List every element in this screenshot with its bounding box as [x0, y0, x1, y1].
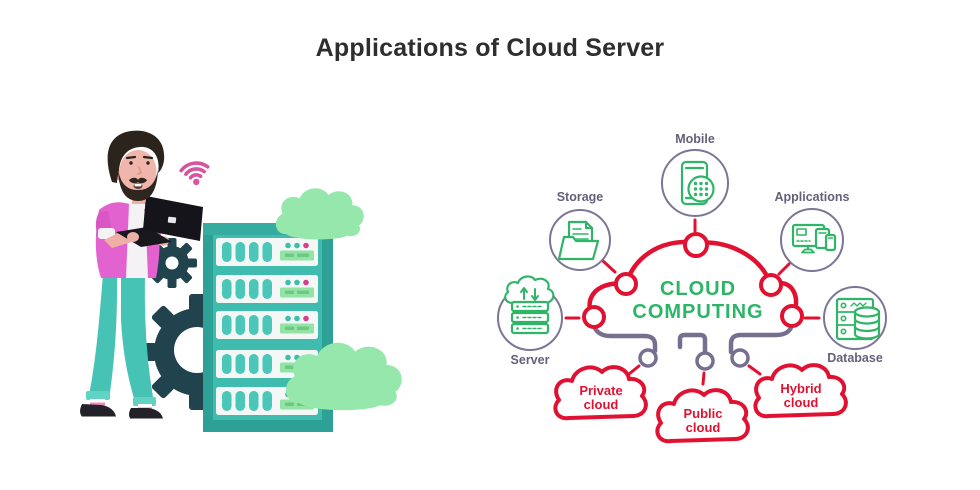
node-storage-label: Storage [557, 190, 604, 204]
cloud-computing-diagram: Private cloud Public cloud Hybrid cloud [497, 132, 887, 444]
private-cloud-label-1: Private [579, 383, 622, 398]
cloud-server-illustration [80, 130, 402, 432]
cloud-server-icon [504, 275, 555, 335]
devices-icon [791, 223, 837, 254]
private-cloud: Private cloud [553, 365, 648, 421]
node-database-label: Database [827, 351, 883, 365]
connector-dashes [564, 218, 821, 386]
person [80, 130, 203, 425]
smartphone-icon [680, 160, 715, 206]
cloud-nodes [582, 232, 804, 371]
center-title-line1: CLOUD [660, 278, 736, 300]
public-cloud-label-1: Public [683, 406, 722, 421]
laptop [116, 196, 203, 247]
node-mobile: Mobile [661, 132, 729, 217]
hybrid-cloud-label-2: cloud [784, 395, 819, 410]
public-cloud-label-2: cloud [686, 420, 721, 435]
hybrid-cloud: Hybrid cloud [753, 363, 848, 419]
center-title-line2: COMPUTING [632, 301, 763, 323]
node-mobile-label: Mobile [675, 132, 715, 146]
hybrid-cloud-label-1: Hybrid [780, 381, 821, 396]
public-cloud: Public cloud [655, 388, 750, 444]
hand [127, 232, 139, 242]
node-database: Database [823, 286, 887, 365]
node-storage: Storage [549, 190, 611, 271]
node-server-label: Server [511, 353, 550, 367]
database-rack-icon [835, 297, 881, 341]
page-title: Applications of Cloud Server [315, 34, 665, 62]
node-applications: Applications [774, 190, 850, 272]
folder-documents-icon [557, 220, 600, 261]
wifi-icon [179, 161, 210, 186]
cloud-shape-top [275, 188, 364, 240]
node-applications-label: Applications [774, 190, 849, 204]
node-server: Server [497, 275, 563, 367]
private-cloud-label-2: cloud [584, 397, 619, 412]
